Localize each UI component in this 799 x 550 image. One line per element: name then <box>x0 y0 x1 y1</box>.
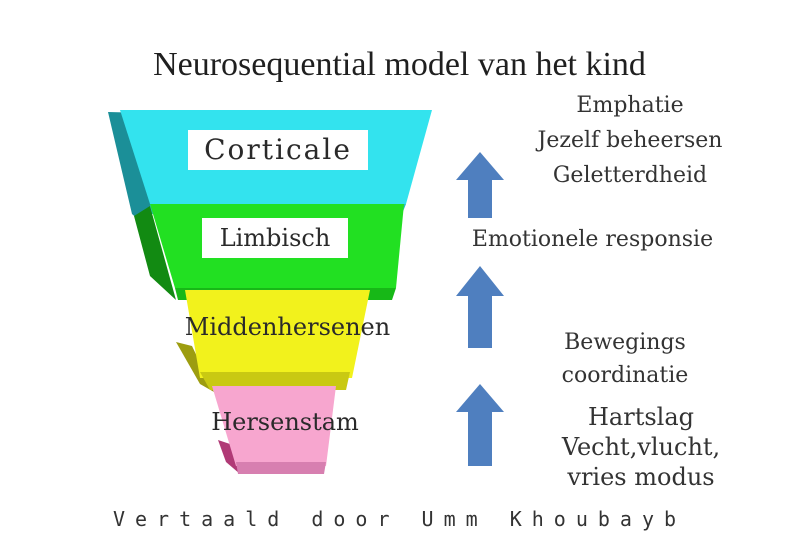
side-label: coordinatie <box>540 359 710 392</box>
layer-label-middenhersenen: Middenhersenen <box>170 308 405 346</box>
layer-label-hersenstam: Hersenstam <box>196 404 374 440</box>
side-label: Jezelf beheersen <box>530 123 730 158</box>
side-labels-hersenstam: Hartslag Vecht,vlucht, vries modus <box>548 402 734 492</box>
arrow-up-icon <box>456 266 504 348</box>
side-label: Bewegings <box>540 326 710 359</box>
layer-hersenstam-front <box>236 462 326 474</box>
side-label: Hartslag <box>548 402 734 432</box>
side-label: vries modus <box>548 462 734 492</box>
layer-label-limbisch: Limbisch <box>202 218 348 258</box>
side-label: Geletterdheid <box>530 158 730 193</box>
layer-label-corticale: Corticale <box>188 130 368 170</box>
side-labels-corticale: Emphatie Jezelf beheersen Geletterdheid <box>530 88 730 193</box>
side-label: Vecht,vlucht, <box>548 432 734 462</box>
side-labels-limbisch: Emotionele responsie <box>450 222 735 257</box>
side-label: Emphatie <box>530 88 730 123</box>
arrow-up-icon <box>456 152 504 218</box>
arrow-up-icon <box>456 384 504 466</box>
translation-credit: Vertaald door Umm Khoubayb <box>0 507 799 531</box>
side-labels-middenhersenen: Bewegings coordinatie <box>540 326 710 392</box>
side-label: Emotionele responsie <box>450 222 735 257</box>
